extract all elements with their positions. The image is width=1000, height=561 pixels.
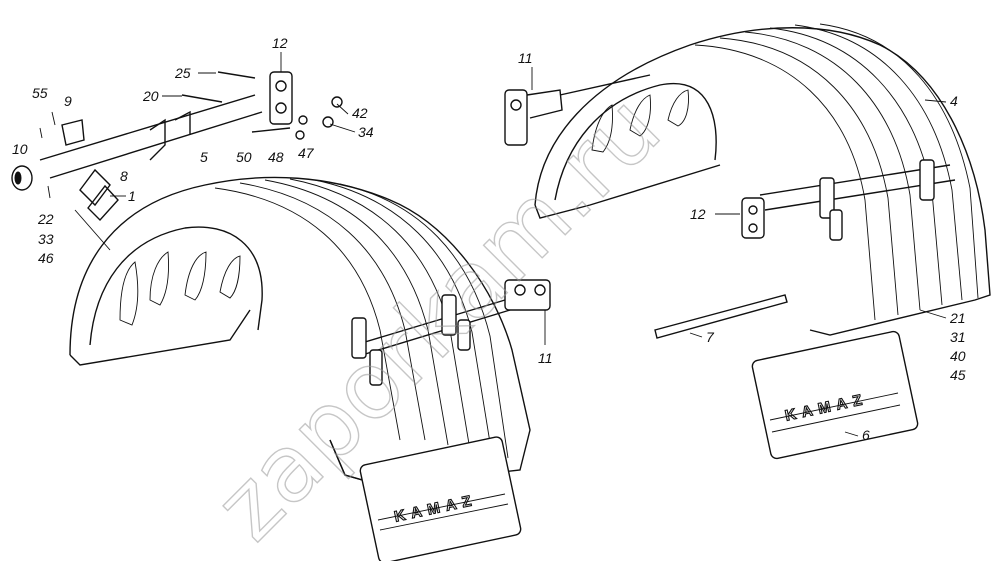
label-50: 50	[236, 149, 252, 165]
label-22: 22	[37, 211, 54, 227]
label-8: 8	[120, 168, 128, 184]
part-labels: 55 9 10 25 12 20 42 34 5 50 48 47 8 1 22…	[12, 35, 966, 443]
label-12-right: 12	[690, 206, 706, 222]
label-11-top: 11	[518, 50, 533, 66]
label-1: 1	[128, 188, 136, 204]
label-47: 47	[298, 145, 315, 161]
label-10: 10	[12, 141, 28, 157]
left-fender: KAMAZ	[69, 176, 551, 561]
right-mud-flap	[751, 330, 919, 460]
label-34: 34	[358, 124, 374, 140]
label-55: 55	[32, 85, 48, 101]
label-21: 21	[949, 310, 966, 326]
label-7: 7	[706, 329, 715, 345]
label-11-bottom: 11	[538, 350, 553, 366]
label-45: 45	[950, 367, 966, 383]
label-6: 6	[862, 427, 870, 443]
label-25: 25	[174, 65, 191, 81]
label-46: 46	[38, 250, 54, 266]
label-5: 5	[200, 149, 208, 165]
right-fender: KAMAZ	[504, 23, 991, 460]
label-48: 48	[268, 149, 284, 165]
label-40: 40	[950, 348, 966, 364]
bracket-assembly	[11, 71, 343, 251]
label-31: 31	[950, 329, 966, 345]
label-9: 9	[64, 93, 72, 109]
leader-lines	[110, 52, 947, 437]
label-4: 4	[950, 93, 958, 109]
label-42: 42	[352, 105, 368, 121]
left-mud-flap	[359, 436, 522, 561]
label-20: 20	[142, 88, 159, 104]
label-33: 33	[38, 231, 54, 247]
label-12-top: 12	[272, 35, 288, 51]
